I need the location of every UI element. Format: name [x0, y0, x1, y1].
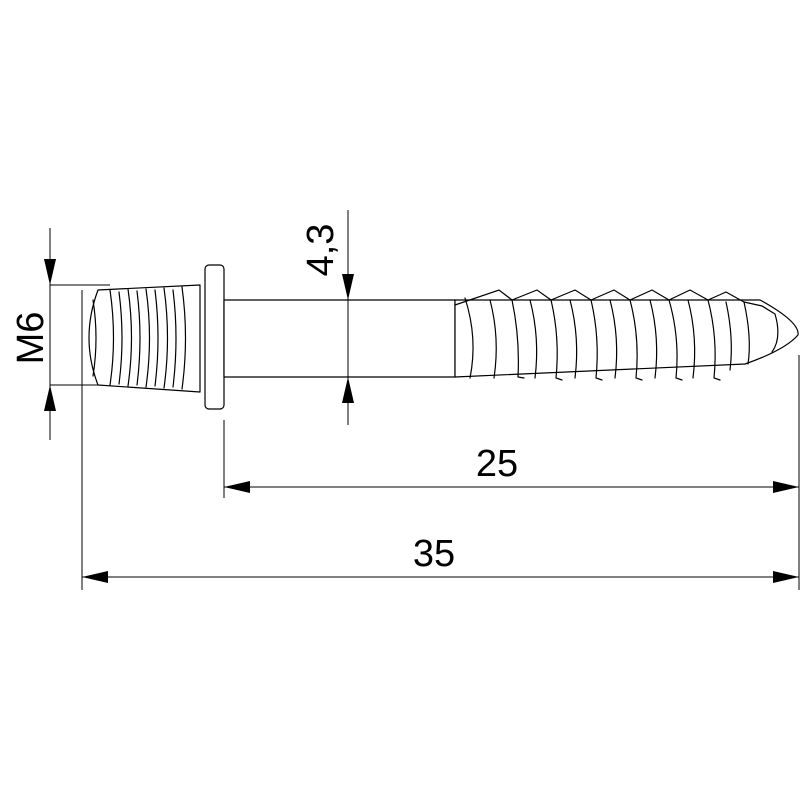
wood-thread-flights	[454, 289, 779, 381]
dimension-overall-length: 35	[81, 290, 800, 590]
dimension-screw-length: 25	[223, 420, 799, 498]
dimension-label-overall-length: 35	[413, 533, 455, 575]
arrowhead-up	[44, 385, 56, 411]
plain-shank	[223, 299, 456, 378]
dimension-thread-size: M6	[10, 228, 110, 440]
screw-part	[88, 264, 799, 410]
arrowhead-right	[773, 571, 799, 583]
arrowhead-down	[44, 259, 56, 285]
wood-thread-body	[454, 299, 799, 378]
metric-thread-crests	[92, 286, 187, 390]
arrowhead-left	[224, 481, 250, 493]
arrowhead-right	[773, 481, 799, 493]
metric-thread-section	[88, 284, 201, 393]
dimension-shank-diameter: 4,3	[300, 210, 354, 425]
arrowhead-left	[82, 571, 108, 583]
arrowhead-down	[342, 274, 354, 300]
flange-collar	[204, 264, 225, 410]
dimension-label-shank-diameter: 4,3	[300, 224, 342, 277]
arrowhead-up	[342, 377, 354, 403]
dimension-label-thread-size: M6	[10, 312, 52, 365]
wood-thread-section	[454, 289, 799, 381]
dimension-label-screw-length: 25	[476, 443, 518, 485]
